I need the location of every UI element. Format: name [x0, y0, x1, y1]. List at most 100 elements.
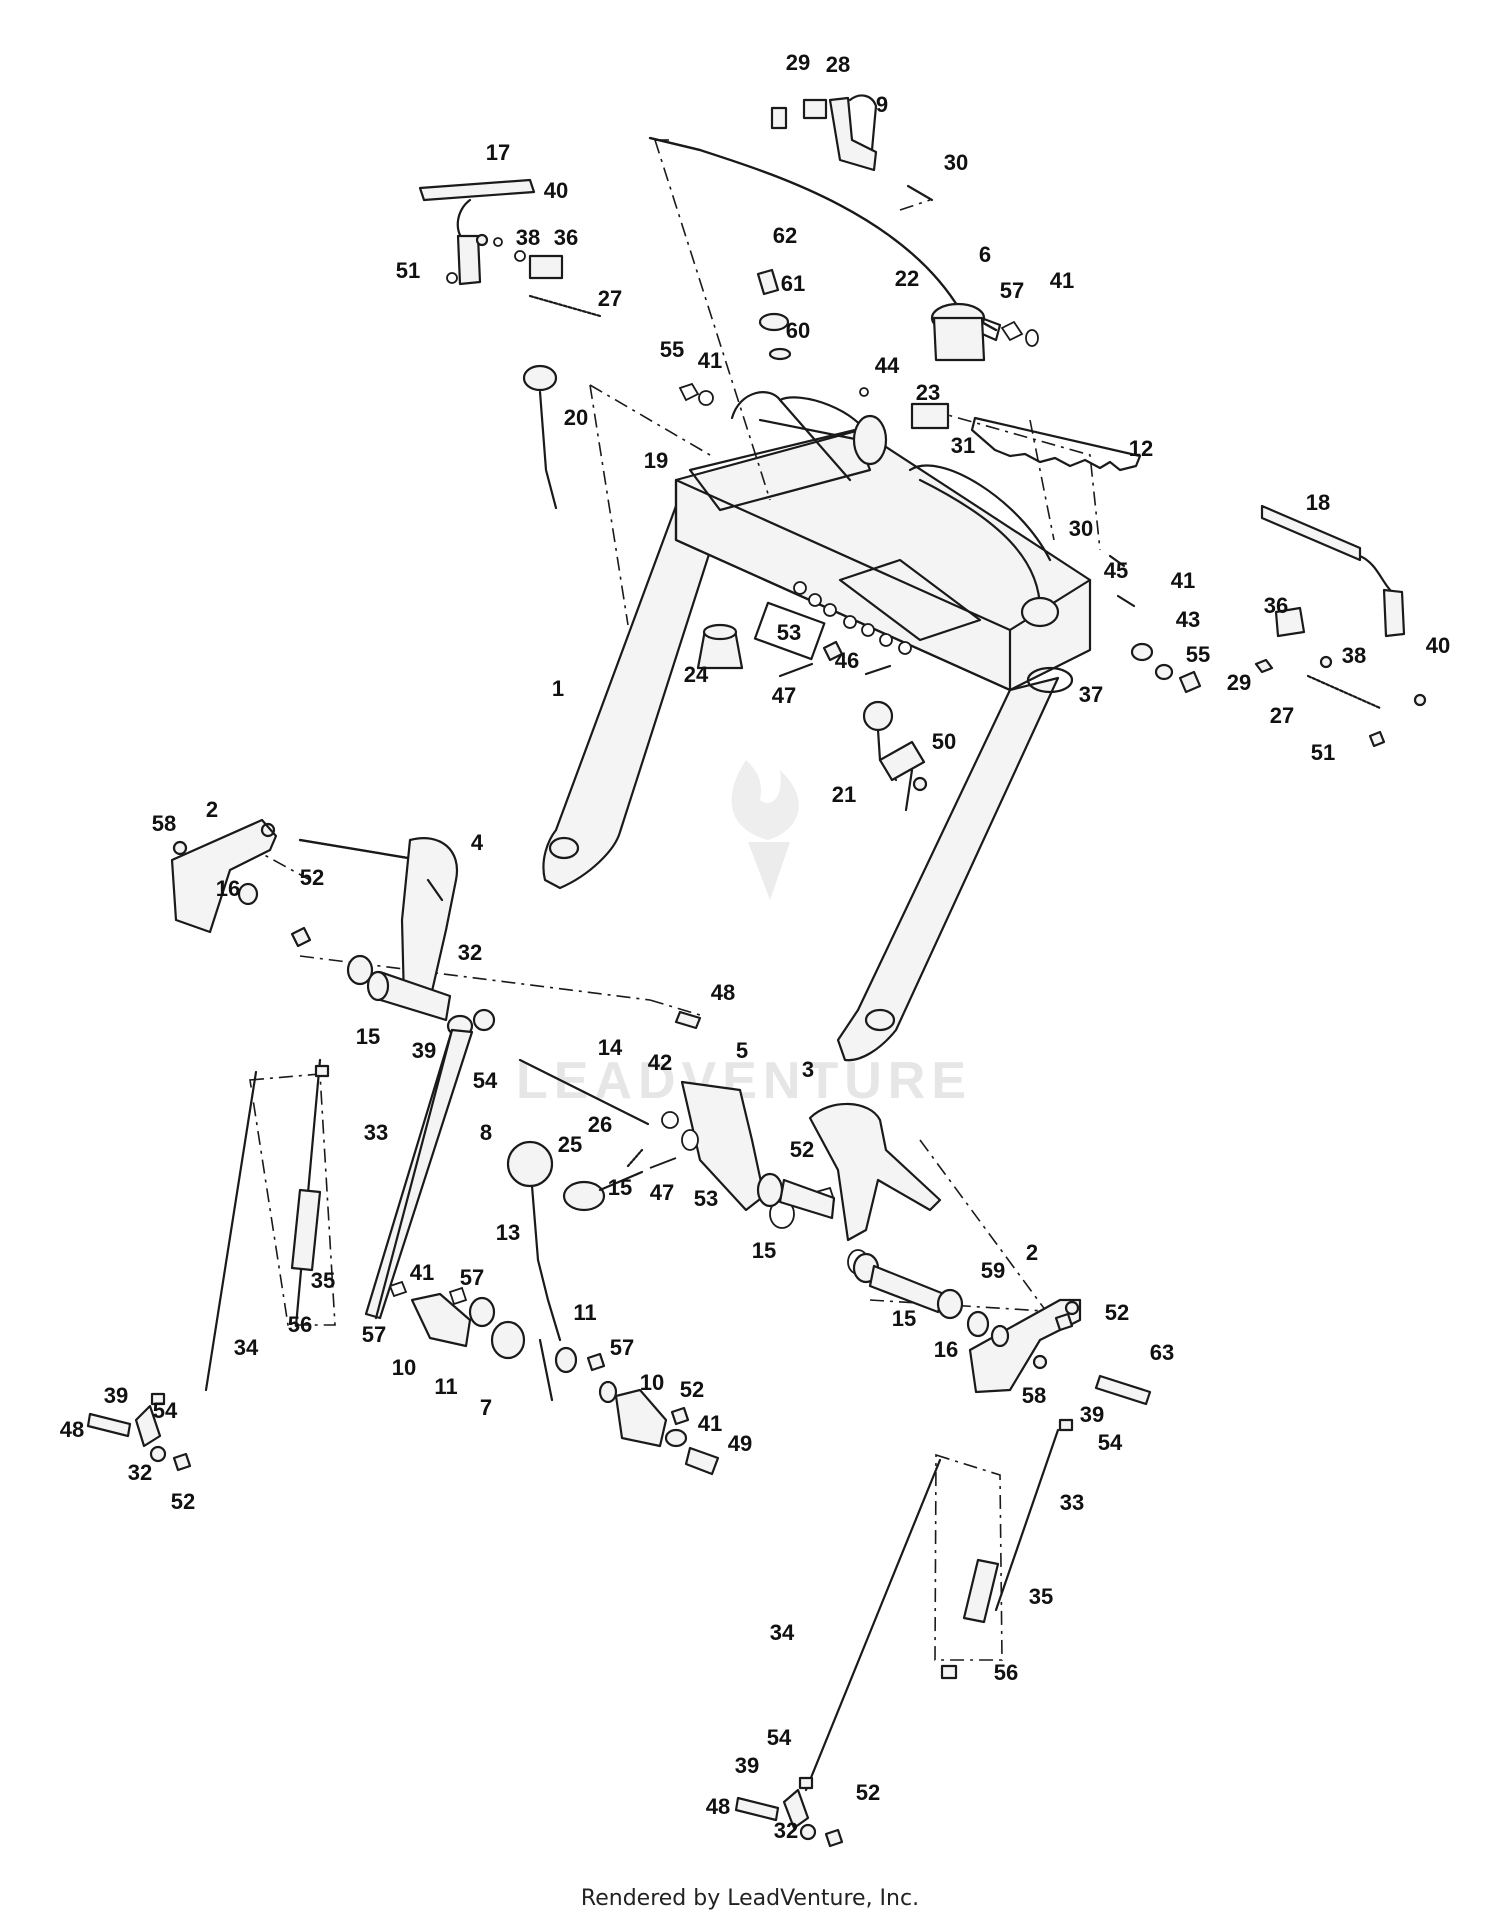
callout-c25: 25 [558, 1132, 582, 1157]
callout-c52e: 52 [171, 1489, 195, 1514]
bolt-63 [1094, 1374, 1152, 1406]
callout-c30b: 30 [1069, 516, 1093, 541]
callout-c23: 23 [916, 380, 940, 405]
bracket-10-right [598, 1380, 720, 1476]
callout-c8: 8 [480, 1120, 492, 1145]
callout-c24: 24 [684, 662, 709, 687]
callout-c52a: 52 [300, 865, 324, 890]
callout-c61: 61 [781, 271, 805, 296]
callout-c38b: 38 [1342, 643, 1366, 668]
shaft-14 [518, 1058, 650, 1126]
callout-c54a: 54 [473, 1068, 498, 1093]
console-hardware [778, 640, 928, 792]
callout-c58a: 58 [152, 811, 176, 836]
callout-c63: 63 [1150, 1340, 1174, 1365]
bracket-12 [970, 416, 1142, 472]
callout-c54c: 54 [1098, 1430, 1123, 1455]
callout-c30a: 30 [944, 150, 968, 175]
callout-c52d: 52 [680, 1377, 704, 1402]
callout-c29a: 29 [786, 50, 810, 75]
pivot-15-left [290, 926, 496, 1038]
bracket-2-right [968, 1298, 1082, 1394]
callout-c9: 9 [876, 92, 888, 117]
callout-c17: 17 [486, 140, 510, 165]
callout-c34a: 34 [234, 1335, 259, 1360]
callout-c3: 3 [802, 1057, 814, 1082]
callout-c27a: 27 [598, 286, 622, 311]
rods-right [804, 1418, 1074, 1792]
callout-c10b: 10 [640, 1370, 664, 1395]
callout-c7: 7 [480, 1395, 492, 1420]
pto-switch [930, 302, 986, 362]
rod-end-right [734, 1776, 844, 1848]
callout-c39b: 39 [104, 1383, 128, 1408]
callout-c55b: 55 [1186, 642, 1210, 667]
callout-c28: 28 [826, 52, 850, 77]
callout-c11b: 11 [434, 1374, 457, 1399]
callout-c35b: 35 [1029, 1584, 1053, 1609]
lever-18 [1108, 504, 1427, 748]
ignition-switch [696, 623, 744, 670]
callout-c36b: 36 [1264, 593, 1288, 618]
callout-c13: 13 [496, 1220, 520, 1245]
callout-c11a: 11 [573, 1300, 596, 1325]
callout-c55a: 55 [660, 337, 684, 362]
callout-c32a: 32 [458, 940, 482, 965]
console-frame [542, 391, 1092, 1062]
callout-c47a: 47 [772, 683, 796, 708]
callout-c57a: 57 [1000, 278, 1024, 303]
switch-36 [528, 254, 564, 280]
callout-c41d: 41 [410, 1260, 434, 1285]
callout-c51a: 51 [396, 258, 420, 283]
callout-c57d: 57 [610, 1335, 634, 1360]
arm-3 [808, 1102, 942, 1242]
spring-27 [528, 294, 602, 318]
callout-c14: 14 [598, 1035, 623, 1060]
callout-c36a: 36 [554, 225, 578, 250]
choke-cable [522, 364, 558, 510]
callout-c18: 18 [1306, 490, 1330, 515]
callout-c32b: 32 [128, 1460, 152, 1485]
callout-c42: 42 [648, 1050, 672, 1075]
callout-c49: 49 [728, 1431, 752, 1456]
footer-credit: Rendered by LeadVenture, Inc. [580, 1886, 920, 1911]
callout-c46: 46 [835, 648, 859, 673]
callout-c16a: 16 [216, 876, 240, 901]
throttle-lever [862, 700, 926, 812]
callout-c59: 59 [981, 1258, 1005, 1283]
callout-c58b: 58 [1022, 1383, 1046, 1408]
callout-c53b: 53 [694, 1186, 718, 1211]
callout-c51b: 51 [1311, 740, 1335, 765]
callout-c27b: 27 [1270, 703, 1294, 728]
callout-c52b: 52 [790, 1137, 814, 1162]
callout-c48c: 48 [706, 1794, 730, 1819]
callout-c48b: 48 [60, 1417, 84, 1442]
callout-c39c: 39 [1080, 1402, 1104, 1427]
callout-c53a: 53 [777, 620, 801, 645]
callout-c6: 6 [979, 242, 991, 267]
callout-c10a: 10 [392, 1355, 416, 1380]
callout-c40b: 40 [1426, 633, 1450, 658]
lever-17 [418, 178, 536, 286]
callout-c33a: 33 [364, 1120, 388, 1145]
callout-c16b: 16 [934, 1337, 958, 1362]
rods-left [204, 1028, 474, 1392]
callout-c31: 31 [951, 433, 975, 458]
callout-c52c: 52 [1105, 1300, 1129, 1325]
callout-c15d: 15 [892, 1306, 916, 1331]
callout-c50: 50 [932, 729, 956, 754]
key-switch [756, 268, 792, 361]
callout-c56b: 56 [994, 1660, 1018, 1685]
callout-c32c: 32 [774, 1818, 798, 1843]
pin-48 [674, 1010, 702, 1030]
pivot-15-right [756, 1172, 990, 1338]
top-hardware [446, 237, 1039, 406]
callout-c15b: 15 [608, 1175, 632, 1200]
callout-c57b: 57 [460, 1265, 484, 1290]
bracket-10-left [410, 1292, 606, 1402]
callout-c56a: 56 [288, 1312, 312, 1337]
callout-c41a: 41 [1050, 268, 1074, 293]
callout-c1: 1 [552, 676, 564, 701]
